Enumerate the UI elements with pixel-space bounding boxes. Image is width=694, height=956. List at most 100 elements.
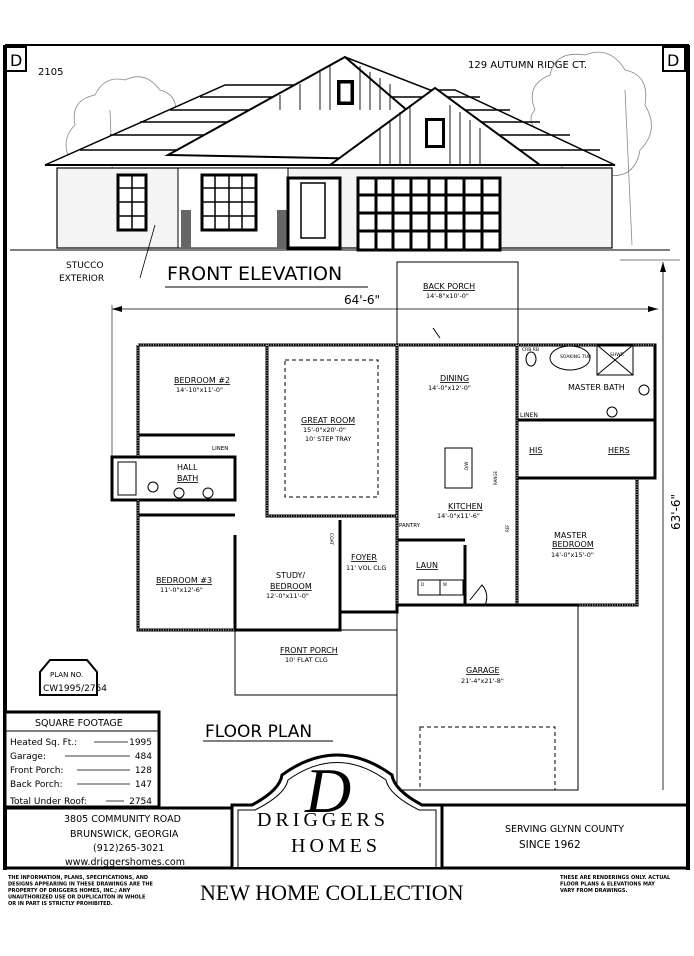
plan-number-top: 2105 bbox=[38, 67, 63, 78]
disclaimer-line: OR IN PART IS STRICTLY PROHIBITED. bbox=[8, 901, 113, 907]
floor-plan-title: FLOOR PLAN bbox=[205, 722, 312, 742]
floor-plan-walls bbox=[110, 327, 657, 791]
disclaimer-line: THE INFORMATION, PLANS, SPECIFICATIONS, … bbox=[8, 875, 148, 881]
stucco-note-line1: STUCCO bbox=[66, 261, 103, 271]
garage-name: GARAGE bbox=[466, 666, 500, 675]
disclaimer-left: THE INFORMATION, PLANS, SPECIFICATIONS, … bbox=[8, 875, 154, 907]
great-room-note: 10' STEP TRAY bbox=[305, 435, 351, 443]
driggers-homes-logo: D DRIGGERS HOMES bbox=[230, 753, 444, 867]
garage-door bbox=[419, 726, 556, 791]
depth-dimension: 63'-6" bbox=[620, 259, 683, 790]
disclaimer-line: VARY FROM DRAWINGS. bbox=[560, 888, 627, 894]
sqft-row-label: Front Porch: bbox=[10, 766, 63, 776]
master-bedroom-name-line2: BEDROOM bbox=[552, 540, 594, 549]
sqft-row-value: 1995 bbox=[129, 738, 152, 748]
study-name-line2: BEDROOM bbox=[270, 582, 312, 591]
hall-bath-name-line1: HALL bbox=[177, 463, 198, 472]
plan-number-label: PLAN NO. bbox=[50, 671, 83, 679]
great-room-size: 15'-0"x20'-0" bbox=[303, 426, 346, 434]
study-name-line1: STUDY/ bbox=[276, 571, 305, 580]
sqft-row-value: 128 bbox=[135, 766, 152, 776]
width-dimension: 64'-6" bbox=[111, 293, 658, 460]
corner-mark-left: D bbox=[10, 51, 22, 70]
refrigerator-label: REF bbox=[505, 524, 510, 532]
soaking-tub-icon bbox=[549, 345, 591, 371]
sqft-row-value: 2754 bbox=[129, 797, 152, 807]
closet-label: CRB RB bbox=[522, 347, 539, 353]
garage-size: 21'-4"x21'-8" bbox=[461, 677, 504, 685]
corner-mark-right: D bbox=[667, 51, 679, 70]
great-room-name: GREAT ROOM bbox=[301, 416, 355, 425]
service-area: SERVING GLYNN COUNTY bbox=[505, 824, 624, 835]
logo-monogram: D bbox=[304, 755, 351, 826]
company-name-line2: HOMES bbox=[291, 835, 381, 857]
step-tray-ceiling bbox=[284, 359, 379, 498]
company-address-line1: 3805 COMMUNITY ROAD bbox=[64, 814, 181, 825]
dining-name: DINING bbox=[440, 374, 469, 383]
bedroom3-size: 11'-0"x12'-6" bbox=[160, 586, 203, 594]
disclaimer-line: DESIGNS APPEARING IN THESE DRAWINGS ARE … bbox=[8, 882, 154, 888]
bathtub-icon bbox=[117, 461, 137, 496]
front-porch-note: 10' FLAT CLG bbox=[285, 656, 328, 664]
kitchen-name: KITCHEN bbox=[448, 502, 483, 511]
sqft-row-label: Heated Sq. Ft.: bbox=[10, 738, 77, 748]
depth-dimension-label: 63'-6" bbox=[669, 494, 683, 530]
sqft-row-label: Back Porch: bbox=[10, 780, 63, 790]
front-elevation-title: FRONT ELEVATION bbox=[167, 263, 342, 285]
bedroom3-name: BEDROOM #3 bbox=[156, 576, 212, 585]
door-swing bbox=[432, 327, 488, 606]
laundry-name: LAUN bbox=[416, 561, 438, 570]
width-dimension-label: 64'-6" bbox=[344, 293, 380, 307]
square-footage-table: SQUARE FOOTAGE Heated Sq. Ft.: 1995Garage… bbox=[3, 710, 161, 809]
disclaimer-line: UNAUTHORIZED USE OR DUPLICAITON IN WHOLE bbox=[8, 895, 146, 901]
garage-outline bbox=[396, 604, 579, 791]
square-footage-title: SQUARE FOOTAGE bbox=[35, 718, 123, 729]
master-bedroom-name-line1: MASTER bbox=[554, 531, 587, 540]
company-phone: (912)265-3021 bbox=[93, 843, 164, 854]
property-address: 129 AUTUMN RIDGE CT. bbox=[468, 60, 587, 71]
dishwasher-label: D/W bbox=[464, 462, 469, 470]
kitchen-size: 14'-0"x11'-6" bbox=[437, 512, 480, 520]
service-since: SINCE 1962 bbox=[519, 839, 581, 851]
front-elevation-drawing bbox=[10, 51, 670, 279]
company-address-line2: BRUNSWICK, GEORGIA bbox=[70, 829, 179, 840]
master-bath-name: MASTER BATH bbox=[568, 383, 625, 392]
range-label: RANGE bbox=[493, 471, 498, 485]
study-size: 12'-0"x11'-0" bbox=[266, 592, 309, 600]
pantry-label: PANTRY bbox=[399, 523, 421, 529]
master-linen-label: LINEN bbox=[520, 412, 538, 419]
sink-icon bbox=[202, 487, 214, 499]
collection-title: NEW HOME COLLECTION bbox=[200, 880, 464, 905]
his-closet-name: HIS bbox=[529, 446, 542, 455]
master-bedroom-size: 14'-0"x15'-0" bbox=[551, 551, 594, 559]
foyer-note: 11' VOL CLG bbox=[346, 564, 386, 572]
front-porch-name: FRONT PORCH bbox=[280, 646, 338, 655]
back-porch bbox=[396, 261, 519, 347]
foyer-name: FOYER bbox=[351, 553, 377, 562]
toilet-icon bbox=[147, 481, 159, 493]
sqft-row-label: Total Under Roof: bbox=[9, 797, 87, 807]
disclaimer-line: THESE ARE RENDERINGS ONLY. ACTUAL bbox=[560, 875, 671, 881]
shower-label: SHWR bbox=[610, 352, 624, 358]
bedroom2-name: BEDROOM #2 bbox=[174, 376, 230, 385]
hall-bath-name-line2: BATH bbox=[177, 474, 198, 483]
bedroom2-size: 14'-10"x11'-0" bbox=[176, 386, 223, 394]
stucco-note-line2: EXTERIOR bbox=[59, 274, 104, 284]
sqft-row-label: Garage: bbox=[10, 752, 46, 762]
dining-size: 14'-0"x12'-0" bbox=[428, 384, 471, 392]
soaking-tub-label: SOAKING TUB bbox=[560, 354, 591, 360]
plan-number-value: CW1995/2754 bbox=[43, 684, 107, 694]
disclaimer-line: FLOOR PLANS & ELEVATIONS MAY bbox=[560, 882, 655, 888]
back-porch-name: BACK PORCH bbox=[423, 282, 475, 291]
disclaimer-line: PROPERTY OF DRIGGERS HOMES, INC.; ANY bbox=[8, 888, 131, 894]
sqft-row-value: 147 bbox=[135, 780, 152, 790]
back-porch-size: 14'-8"x10'-0" bbox=[426, 292, 469, 300]
hall-linen-label: LINEN bbox=[212, 446, 228, 452]
sink-icon bbox=[173, 487, 185, 499]
front-porch-outline bbox=[234, 629, 398, 696]
sqft-row-value: 484 bbox=[135, 752, 152, 762]
company-website[interactable]: www.driggershomes.com bbox=[65, 857, 185, 868]
hers-closet-name: HERS bbox=[608, 446, 630, 455]
